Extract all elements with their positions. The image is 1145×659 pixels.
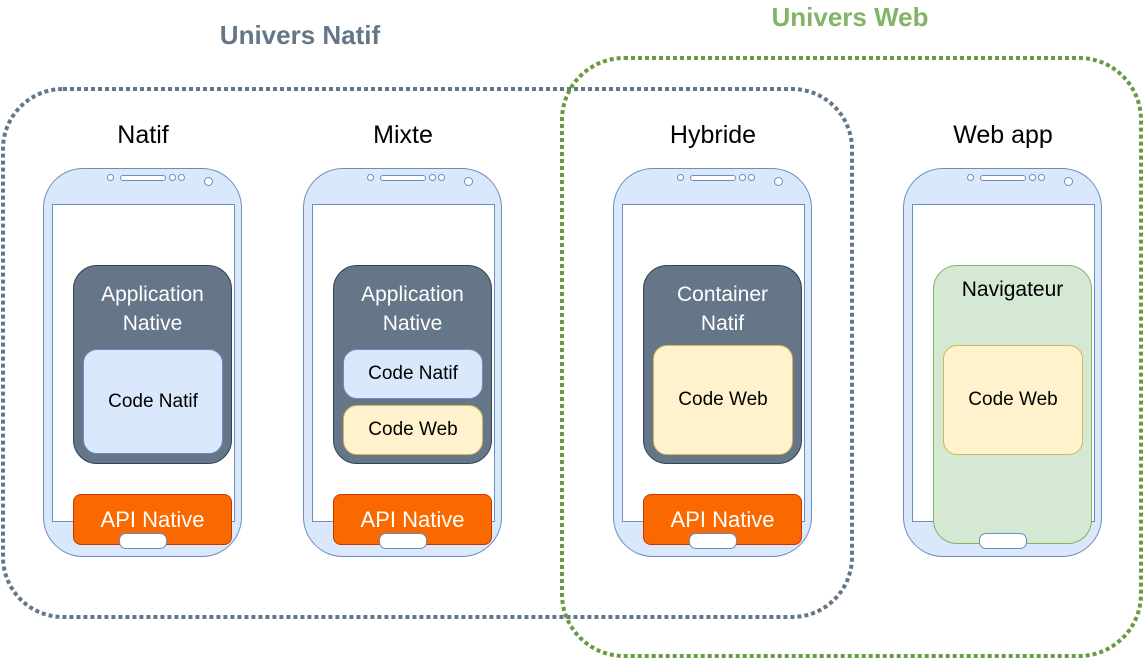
sensor-icon <box>169 174 176 181</box>
speaker-icon <box>690 175 736 181</box>
code-web-box: Code Web <box>653 345 793 455</box>
code-web-box: Code Web <box>943 345 1083 455</box>
camera-icon <box>1064 177 1073 186</box>
sensor-icon <box>107 174 114 181</box>
home-button-icon <box>689 533 737 549</box>
home-button-icon <box>119 533 167 549</box>
sensor-icon <box>1038 174 1045 181</box>
speaker-icon <box>380 175 426 181</box>
camera-icon <box>774 177 783 186</box>
sensor-icon <box>438 174 445 181</box>
sensor-icon <box>367 174 374 181</box>
navigateur-title: Navigateur <box>961 278 1064 301</box>
column-label-mixte: Mixte <box>373 121 433 149</box>
sensor-icon <box>1029 174 1036 181</box>
camera-icon <box>204 177 213 186</box>
home-button-icon <box>979 533 1027 549</box>
speaker-icon <box>120 175 166 181</box>
camera-icon <box>464 177 473 186</box>
code-natif-box: Code Natif <box>343 349 483 399</box>
sensor-icon <box>677 174 684 181</box>
code-web-box: Code Web <box>343 405 483 455</box>
navigateur-box: Navigateur Code Web <box>933 265 1092 544</box>
univers-natif-boundary <box>1 87 854 619</box>
sensor-icon <box>748 174 755 181</box>
univers-web-boundary <box>560 56 1143 658</box>
univers-natif-title: Univers Natif <box>219 20 381 50</box>
speaker-icon <box>980 175 1026 181</box>
sensor-icon <box>429 174 436 181</box>
home-button-icon <box>379 533 427 549</box>
phone-web-app: Navigateur Code Web <box>903 168 1102 557</box>
column-label-natif: Natif <box>117 121 169 149</box>
code-natif-box: Code Natif <box>83 349 223 454</box>
sensor-icon <box>178 174 185 181</box>
sensor-icon <box>967 174 974 181</box>
phone-screen: Navigateur Code Web <box>912 204 1095 544</box>
column-label-hybride: Hybride <box>669 121 757 149</box>
univers-web-title: Univers Web <box>771 2 929 32</box>
phone-body: Navigateur Code Web <box>903 168 1102 557</box>
column-label-web-app: Web app <box>953 121 1053 149</box>
sensor-icon <box>739 174 746 181</box>
